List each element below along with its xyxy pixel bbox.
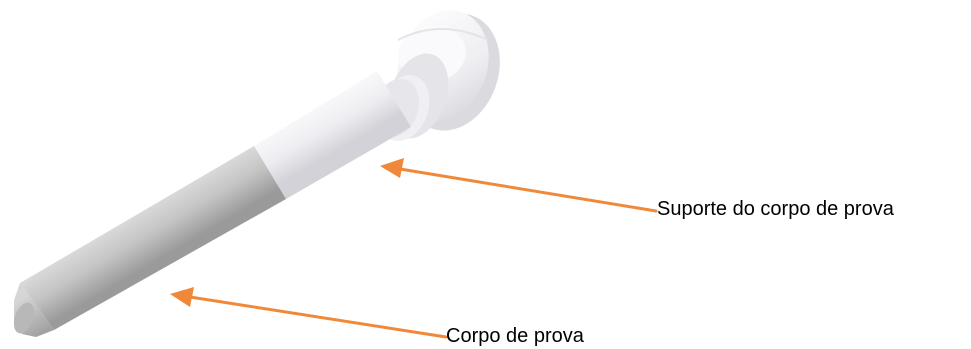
specimen-callout-arrow (170, 287, 448, 339)
specimen-rod (20, 146, 286, 330)
holder-rod (254, 71, 411, 199)
specimen-label: Corpo de prova (446, 325, 584, 347)
holder-label: Suporte do corpo de prova (657, 198, 894, 220)
holder-callout-arrow (380, 158, 658, 213)
specimen-tip-end (13, 302, 35, 334)
